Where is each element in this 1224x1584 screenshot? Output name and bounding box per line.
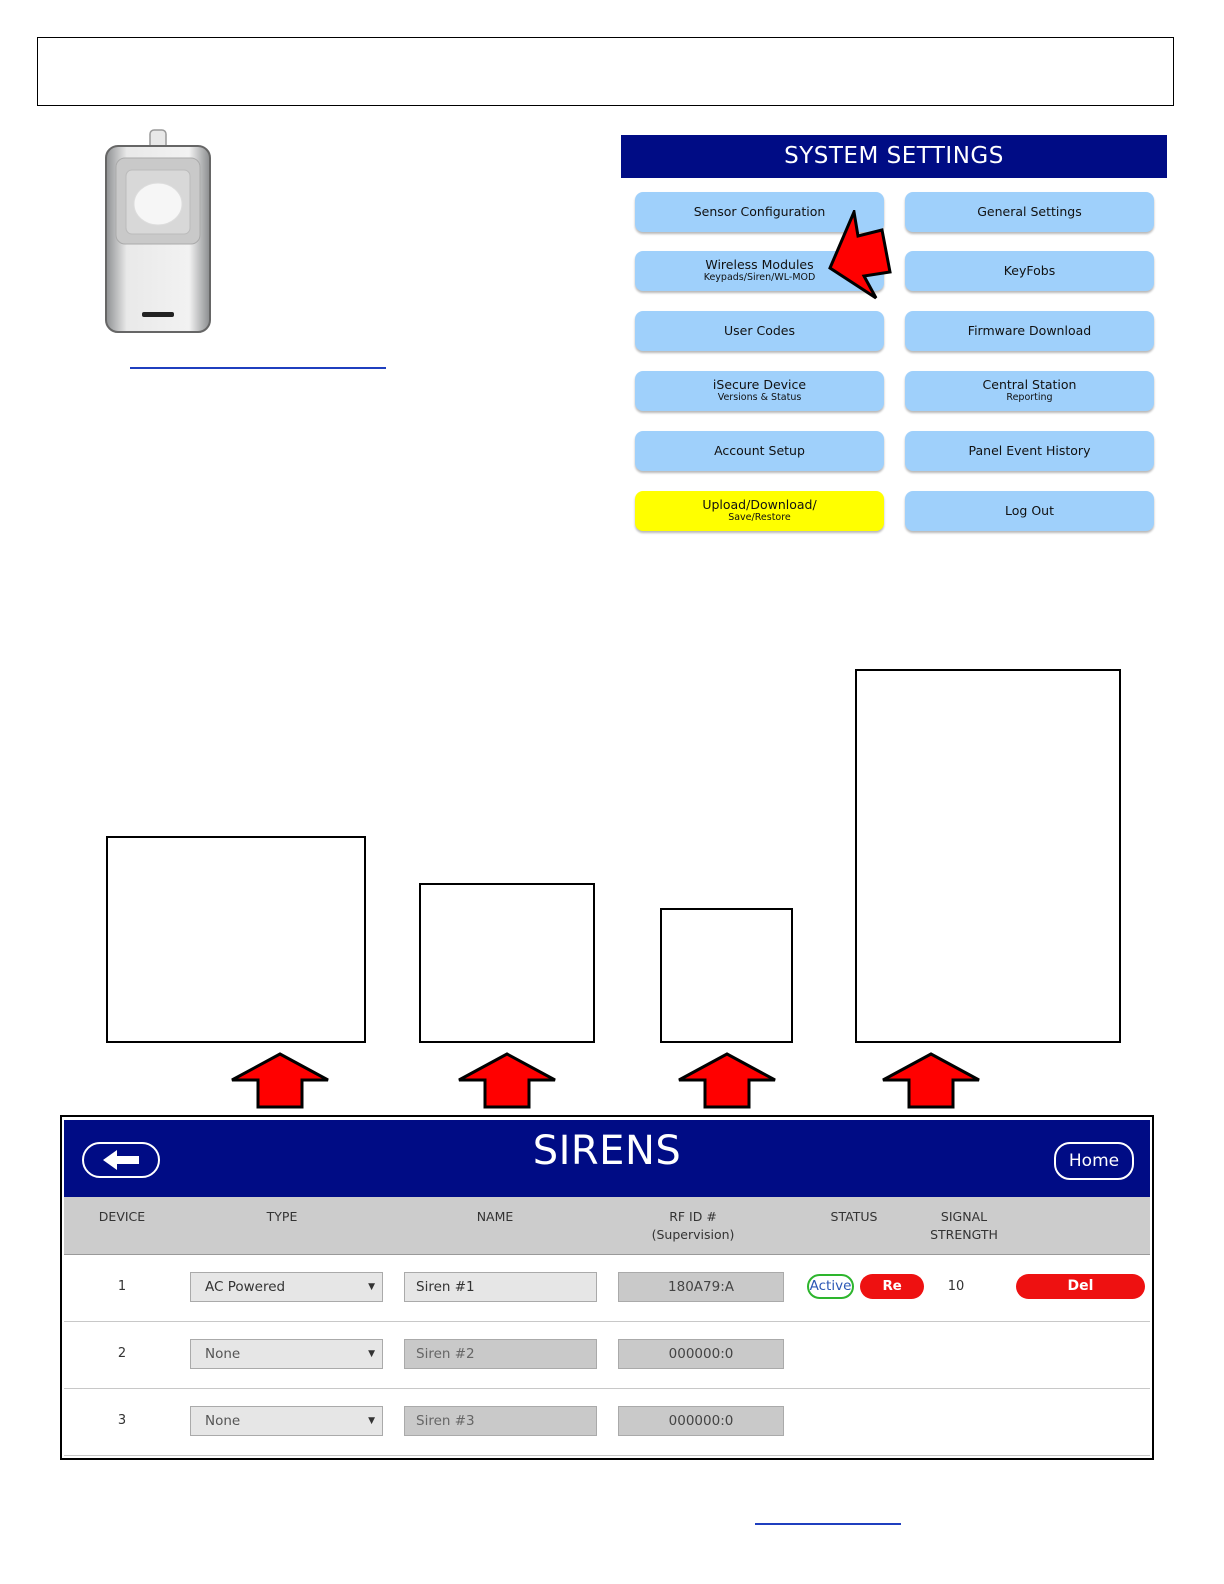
up-arrow-icon: [678, 1052, 776, 1109]
table-row: 3 None ▼ Siren #3 000000:0: [64, 1389, 1150, 1456]
table-row: 1 AC Powered ▼ Siren #1 180A79:A Active …: [64, 1255, 1150, 1322]
callout-box-device: [106, 836, 366, 1043]
col-status: STATUS: [830, 1209, 878, 1224]
red-arrow-icon: [828, 210, 892, 300]
up-arrow-icon: [458, 1052, 556, 1109]
col-signal-line2: STRENGTH: [930, 1227, 998, 1242]
rfid-field: 000000:0: [618, 1406, 784, 1436]
siren-device-image: [105, 129, 211, 333]
button-label: General Settings: [977, 203, 1082, 219]
footer-link-underline[interactable]: [755, 1523, 901, 1525]
table-row: 2 None ▼ Siren #2 000000:0: [64, 1322, 1150, 1389]
relearn-button[interactable]: Re Learn: [860, 1274, 924, 1319]
header-frame: [37, 37, 1174, 106]
link-underline[interactable]: [130, 367, 386, 369]
button-label: KeyFobs: [1003, 262, 1056, 278]
button-label: Upload/Download/: [702, 496, 817, 512]
type-select-value: AC Powered: [205, 1279, 286, 1295]
delete-button[interactable]: Del: [1016, 1274, 1145, 1299]
col-signal: SIGNAL STRENGTH: [914, 1208, 1014, 1244]
up-arrow-icon: [882, 1052, 980, 1109]
callout-box-status: [855, 669, 1121, 1043]
button-label: Central Station: [982, 376, 1077, 392]
button-label: Sensor Configuration: [693, 203, 826, 219]
button-label: Firmware Download: [967, 322, 1092, 338]
name-input[interactable]: Siren #3: [404, 1406, 597, 1436]
home-button[interactable]: Home: [1054, 1142, 1134, 1180]
sirens-header: SIRENS Home: [64, 1120, 1150, 1197]
button-label: User Codes: [724, 322, 795, 338]
type-select-value: None: [205, 1346, 241, 1362]
type-select[interactable]: AC Powered ▼: [190, 1272, 383, 1302]
log-out-button[interactable]: Log Out: [905, 491, 1154, 531]
isecure-device-button[interactable]: iSecure Device Versions & Status: [635, 371, 884, 411]
button-label: iSecure Device: [712, 376, 807, 392]
firmware-download-button[interactable]: Firmware Download: [905, 311, 1154, 351]
button-label: Account Setup: [714, 442, 805, 458]
device-number: 3: [117, 1413, 127, 1428]
back-arrow-icon: [103, 1150, 139, 1170]
user-codes-button[interactable]: User Codes: [635, 311, 884, 351]
back-button[interactable]: [82, 1142, 160, 1178]
caret-down-icon: ▼: [368, 1282, 375, 1292]
col-rfid-line1: RF ID #: [669, 1209, 717, 1224]
callout-box-type: [419, 883, 595, 1043]
col-rfid-line2: (Supervision): [651, 1227, 735, 1242]
up-arrow-icon: [231, 1052, 329, 1109]
callout-box-name: [660, 908, 793, 1043]
upload-download-button[interactable]: Upload/Download/ Save/Restore: [635, 491, 884, 531]
button-label: Wireless Modules: [705, 256, 814, 272]
rfid-field: 000000:0: [618, 1339, 784, 1369]
col-type: TYPE: [266, 1209, 298, 1224]
col-device: DEVICE: [98, 1209, 146, 1224]
button-label: Log Out: [1005, 502, 1054, 518]
sensor-configuration-button[interactable]: Sensor Configuration: [635, 192, 884, 232]
system-settings-header: SYSTEM SETTINGS: [621, 135, 1167, 178]
column-headers: DEVICE TYPE NAME RF ID # (Supervision) S…: [64, 1197, 1150, 1255]
name-input[interactable]: Siren #2: [404, 1339, 597, 1369]
status-badge: Active: [807, 1274, 854, 1299]
type-select-value: None: [205, 1413, 241, 1429]
type-select[interactable]: None ▼: [190, 1339, 383, 1369]
type-select[interactable]: None ▼: [190, 1406, 383, 1436]
device-number: 1: [117, 1279, 127, 1294]
sirens-panel: SIRENS Home DEVICE TYPE NAME RF ID # (Su…: [60, 1115, 1154, 1460]
device-number: 2: [117, 1346, 127, 1361]
button-label: Panel Event History: [968, 442, 1091, 458]
caret-down-icon: ▼: [368, 1349, 375, 1359]
panel-event-history-button[interactable]: Panel Event History: [905, 431, 1154, 471]
name-input[interactable]: Siren #1: [404, 1272, 597, 1302]
button-sublabel: Save/Restore: [728, 512, 791, 524]
button-sublabel: Versions & Status: [717, 392, 802, 404]
col-rfid: RF ID # (Supervision): [618, 1208, 768, 1244]
signal-strength: 10: [947, 1279, 965, 1294]
central-station-button[interactable]: Central Station Reporting: [905, 371, 1154, 411]
button-sublabel: Keypads/Siren/WL-MOD: [703, 272, 816, 284]
caret-down-icon: ▼: [368, 1416, 375, 1426]
button-sublabel: Reporting: [1006, 392, 1053, 404]
keyfobs-button[interactable]: KeyFobs: [905, 251, 1154, 291]
rfid-field: 180A79:A: [618, 1272, 784, 1302]
sirens-title: SIRENS: [532, 1128, 682, 1174]
col-name: NAME: [476, 1209, 514, 1224]
general-settings-button[interactable]: General Settings: [905, 192, 1154, 232]
col-signal-line1: SIGNAL: [940, 1209, 988, 1224]
account-setup-button[interactable]: Account Setup: [635, 431, 884, 471]
